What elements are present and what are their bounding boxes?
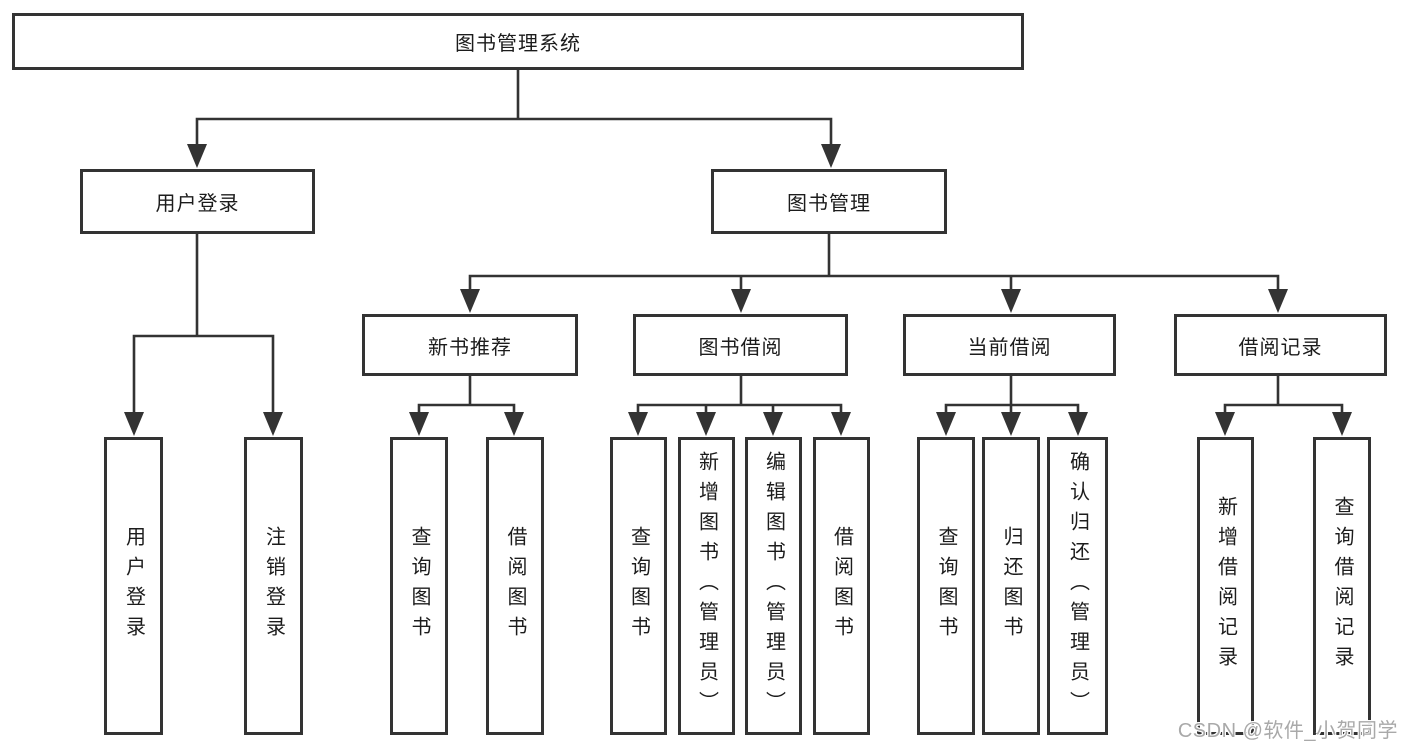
leaf-search-books-recommend: 查询图书 — [390, 437, 448, 735]
leaf-logout-label: 注销登录 — [262, 526, 285, 646]
leaf-return-book: 归还图书 — [982, 437, 1040, 735]
leaf-search-books-current: 查询图书 — [917, 437, 975, 735]
leaf-add-book-admin-label: 新增图书（管理员） — [695, 451, 718, 721]
leaf-add-borrow-record-label: 新增借阅记录 — [1214, 496, 1237, 676]
leaf-borrow-books-label: 借阅图书 — [830, 526, 853, 646]
leaf-search-books-borrow: 查询图书 — [610, 437, 667, 735]
leaf-edit-book-admin: 编辑图书（管理员） — [745, 437, 802, 735]
node-book-management-label: 图书管理 — [787, 193, 871, 215]
node-root-label: 图书管理系统 — [455, 33, 581, 55]
node-borrow-records: 借阅记录 — [1174, 314, 1387, 376]
csdn-watermark: CSDN @软件_小贺同学 — [1177, 720, 1398, 742]
node-book-borrow-label: 图书借阅 — [698, 336, 783, 359]
leaf-user-login-label: 用户登录 — [122, 526, 145, 646]
node-new-book-recommend-label: 新书推荐 — [428, 336, 512, 359]
leaf-user-login: 用户登录 — [104, 437, 163, 735]
leaf-search-books-current-label: 查询图书 — [935, 526, 957, 646]
node-book-management: 图书管理 — [711, 169, 947, 234]
leaf-return-book-label: 归还图书 — [1000, 526, 1022, 646]
node-book-borrow: 图书借阅 — [633, 314, 848, 376]
leaf-confirm-return-admin: 确认归还（管理员） — [1047, 437, 1108, 735]
leaf-search-borrow-record: 查询借阅记录 — [1313, 437, 1371, 735]
node-new-book-recommend: 新书推荐 — [362, 314, 578, 376]
arrowheads — [124, 144, 1352, 436]
node-user-login-label: 用户登录 — [155, 193, 240, 215]
node-root: 图书管理系统 — [12, 13, 1024, 70]
leaf-search-borrow-record-label: 查询借阅记录 — [1331, 496, 1353, 676]
leaf-search-books-recommend-label: 查询图书 — [408, 526, 430, 646]
leaf-borrow-books: 借阅图书 — [813, 437, 870, 735]
node-borrow-records-label: 借阅记录 — [1238, 336, 1323, 359]
node-user-login: 用户登录 — [80, 169, 315, 234]
leaf-borrow-books-recommend: 借阅图书 — [486, 437, 544, 735]
leaf-confirm-return-admin-label: 确认归还（管理员） — [1066, 451, 1089, 721]
leaf-logout: 注销登录 — [244, 437, 303, 735]
leaf-edit-book-admin-label: 编辑图书（管理员） — [762, 451, 785, 721]
leaf-search-books-borrow-label: 查询图书 — [627, 526, 650, 646]
node-current-borrow-label: 当前借阅 — [967, 336, 1052, 359]
leaf-add-book-admin: 新增图书（管理员） — [678, 437, 735, 735]
node-current-borrow: 当前借阅 — [903, 314, 1116, 376]
leaf-borrow-books-recommend-label: 借阅图书 — [504, 526, 526, 646]
leaf-add-borrow-record: 新增借阅记录 — [1197, 437, 1254, 735]
